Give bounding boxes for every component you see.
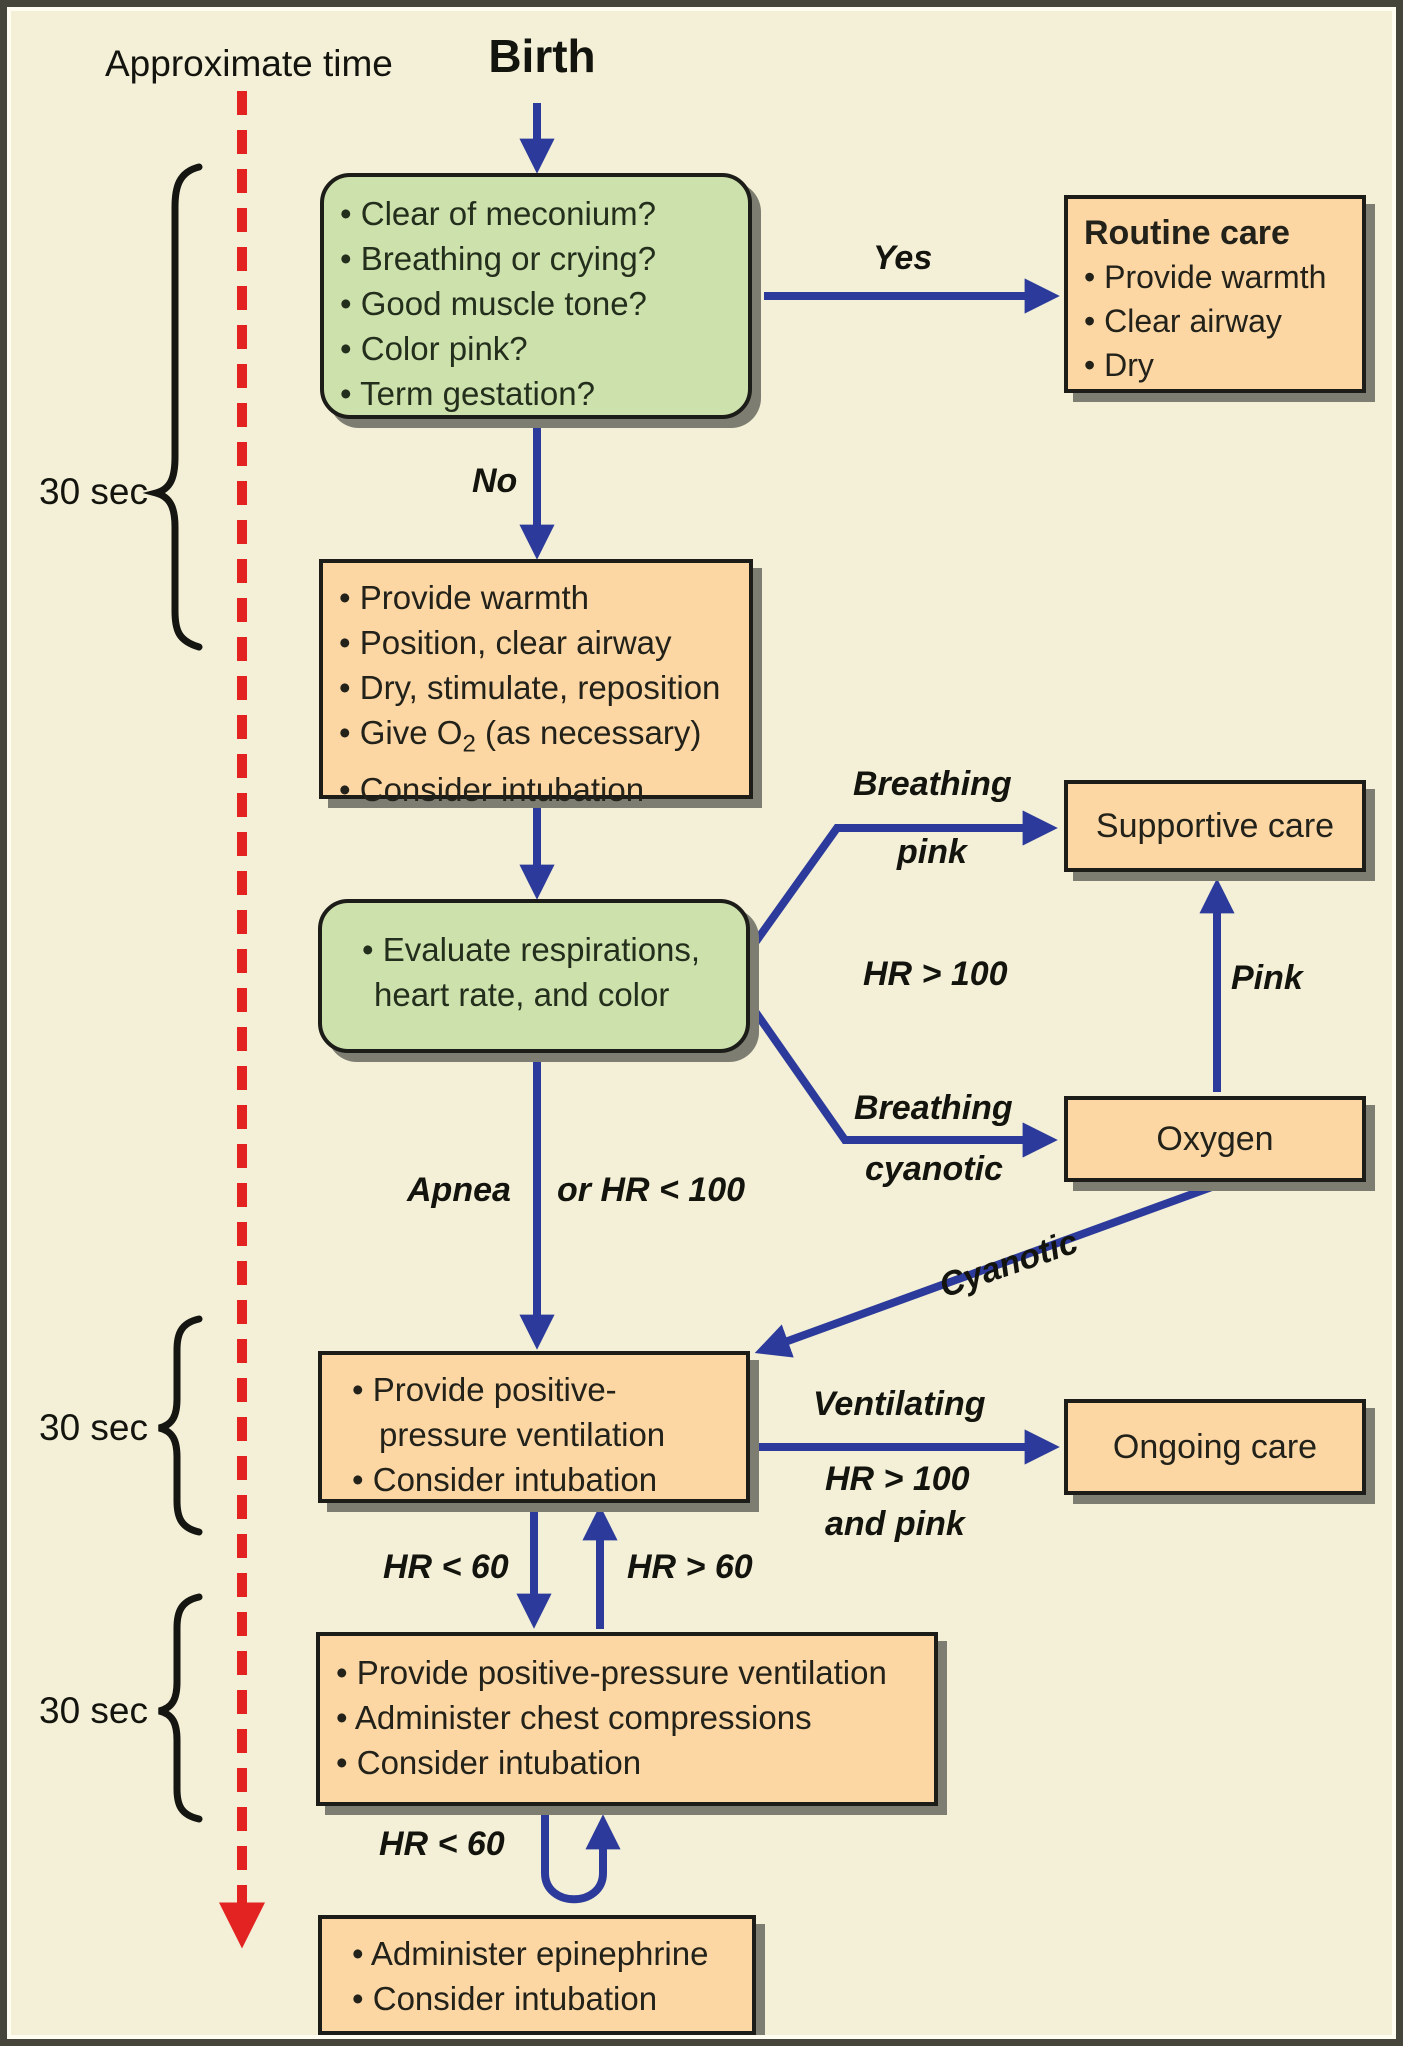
initial-steps-box: Provide warmth Position, clear airway Dr…	[319, 559, 753, 808]
ongoing-care-label: Ongoing care	[1112, 1427, 1318, 1466]
epinephrine-item: Administer epinephrine	[352, 1931, 740, 1976]
edge-label-yes: Yes	[873, 239, 933, 277]
flow-arrows	[516, 103, 1235, 1904]
evaluate-line2: heart rate, and color	[374, 976, 670, 1013]
initial-step-item: Provide warmth	[339, 575, 737, 620]
ppv-box: Provide positive- pressure ventilation C…	[318, 1351, 750, 1503]
routine-care-item: Dry	[1084, 343, 1350, 387]
edge-label-or-hr-lt-100: or HR < 100	[557, 1171, 746, 1209]
edge-label-hr-gt-100: HR > 100	[863, 955, 1008, 993]
evaluate-line1: Evaluate respirations,	[362, 927, 734, 972]
initial-step-item: Consider intubation	[339, 767, 737, 812]
oxygen-item-prefix: Give O	[359, 714, 463, 751]
routine-care-item: Clear airway	[1084, 299, 1350, 343]
ppv-item2: Consider intubation	[352, 1457, 734, 1502]
edge-label-ventilating: Ventilating	[813, 1385, 986, 1423]
assessment-item: Good muscle tone?	[340, 281, 736, 326]
routine-care-title: Routine care	[1084, 214, 1290, 252]
assessment-item: Term gestation?	[340, 371, 736, 416]
initial-step-item: Position, clear airway	[339, 620, 737, 665]
assessment-item: Color pink?	[340, 326, 736, 371]
ppv-compressions-box: Provide positive-pressure ventilation Ad…	[316, 1632, 938, 1806]
timeline-30sec-2: 30 sec	[39, 1407, 149, 1448]
edge-label-pink-top: pink	[897, 833, 967, 871]
ppv-line2: pressure ventilation	[379, 1416, 666, 1453]
edge-label-vent-hr: HR > 100	[825, 1460, 970, 1498]
brace-30sec-2	[158, 1315, 203, 1536]
oxygen-label: Oxygen	[1156, 1119, 1274, 1158]
routine-care-box: Routine care Provide warmth Clear airway…	[1064, 195, 1366, 393]
arrow-breathing-pink-to-supportive	[748, 810, 1058, 950]
routine-care-item: Provide warmth	[1084, 255, 1350, 299]
ppv-compressions-item: Consider intubation	[336, 1740, 922, 1785]
assessment-box: Clear of meconium? Breathing or crying? …	[320, 173, 752, 419]
brace-30sec-3	[158, 1593, 203, 1823]
timeline-30sec-3: 30 sec	[39, 1690, 149, 1731]
epinephrine-item: Consider intubation	[352, 1976, 740, 2021]
oxygen-subscript: 2	[462, 730, 476, 758]
initial-step-oxygen-item: Give O2 (as necessary)	[339, 710, 737, 767]
edge-label-apnea: Apnea	[407, 1171, 511, 1209]
ppv-line1: Provide positive-	[352, 1367, 734, 1412]
oxygen-item-suffix: (as necessary)	[475, 714, 702, 751]
ppv-compressions-item: Provide positive-pressure ventilation	[336, 1650, 922, 1695]
edge-label-hr-gt-60: HR > 60	[627, 1548, 753, 1586]
epinephrine-box: Administer epinephrine Consider intubati…	[318, 1915, 756, 2035]
edge-label-breathing-top: Breathing	[853, 765, 1012, 803]
connector-layer	[142, 91, 1235, 1949]
edge-label-breathing-bottom: Breathing	[854, 1089, 1013, 1127]
arrow-breathing-cyanotic-to-oxygen	[748, 1004, 1058, 1158]
evaluate-box: Evaluate respirations, heart rate, and c…	[318, 899, 750, 1053]
edge-label-hr-lt-60-bottom: HR < 60	[379, 1825, 505, 1863]
supportive-care-box: Supportive care	[1064, 780, 1366, 872]
edge-label-hr-lt-60: HR < 60	[383, 1548, 509, 1586]
oxygen-box: Oxygen	[1064, 1096, 1366, 1182]
approximate-time-label: Approximate time	[105, 43, 393, 84]
ongoing-care-box: Ongoing care	[1064, 1399, 1366, 1495]
arrow-hr-lt-60-loop	[541, 1807, 621, 1904]
initial-step-item: Dry, stimulate, reposition	[339, 665, 737, 710]
edge-label-cyanotic-bottom: cyanotic	[865, 1150, 1003, 1188]
assessment-item: Clear of meconium?	[340, 191, 736, 236]
supportive-care-label: Supportive care	[1095, 806, 1335, 845]
brace-30sec-1	[142, 163, 203, 651]
ppv-compressions-item: Administer chest compressions	[336, 1695, 922, 1740]
timeline-30sec-1: 30 sec	[39, 471, 149, 512]
edge-label-pink-right: Pink	[1231, 959, 1303, 997]
assessment-item: Breathing or crying?	[340, 236, 736, 281]
birth-label: Birth	[488, 30, 596, 82]
edge-label-no: No	[472, 462, 518, 500]
edge-label-vent-pink: and pink	[825, 1505, 965, 1543]
timeline-braces	[142, 163, 203, 1823]
arrow-cyanotic-oxygen-to-ppv	[754, 1180, 1222, 1358]
